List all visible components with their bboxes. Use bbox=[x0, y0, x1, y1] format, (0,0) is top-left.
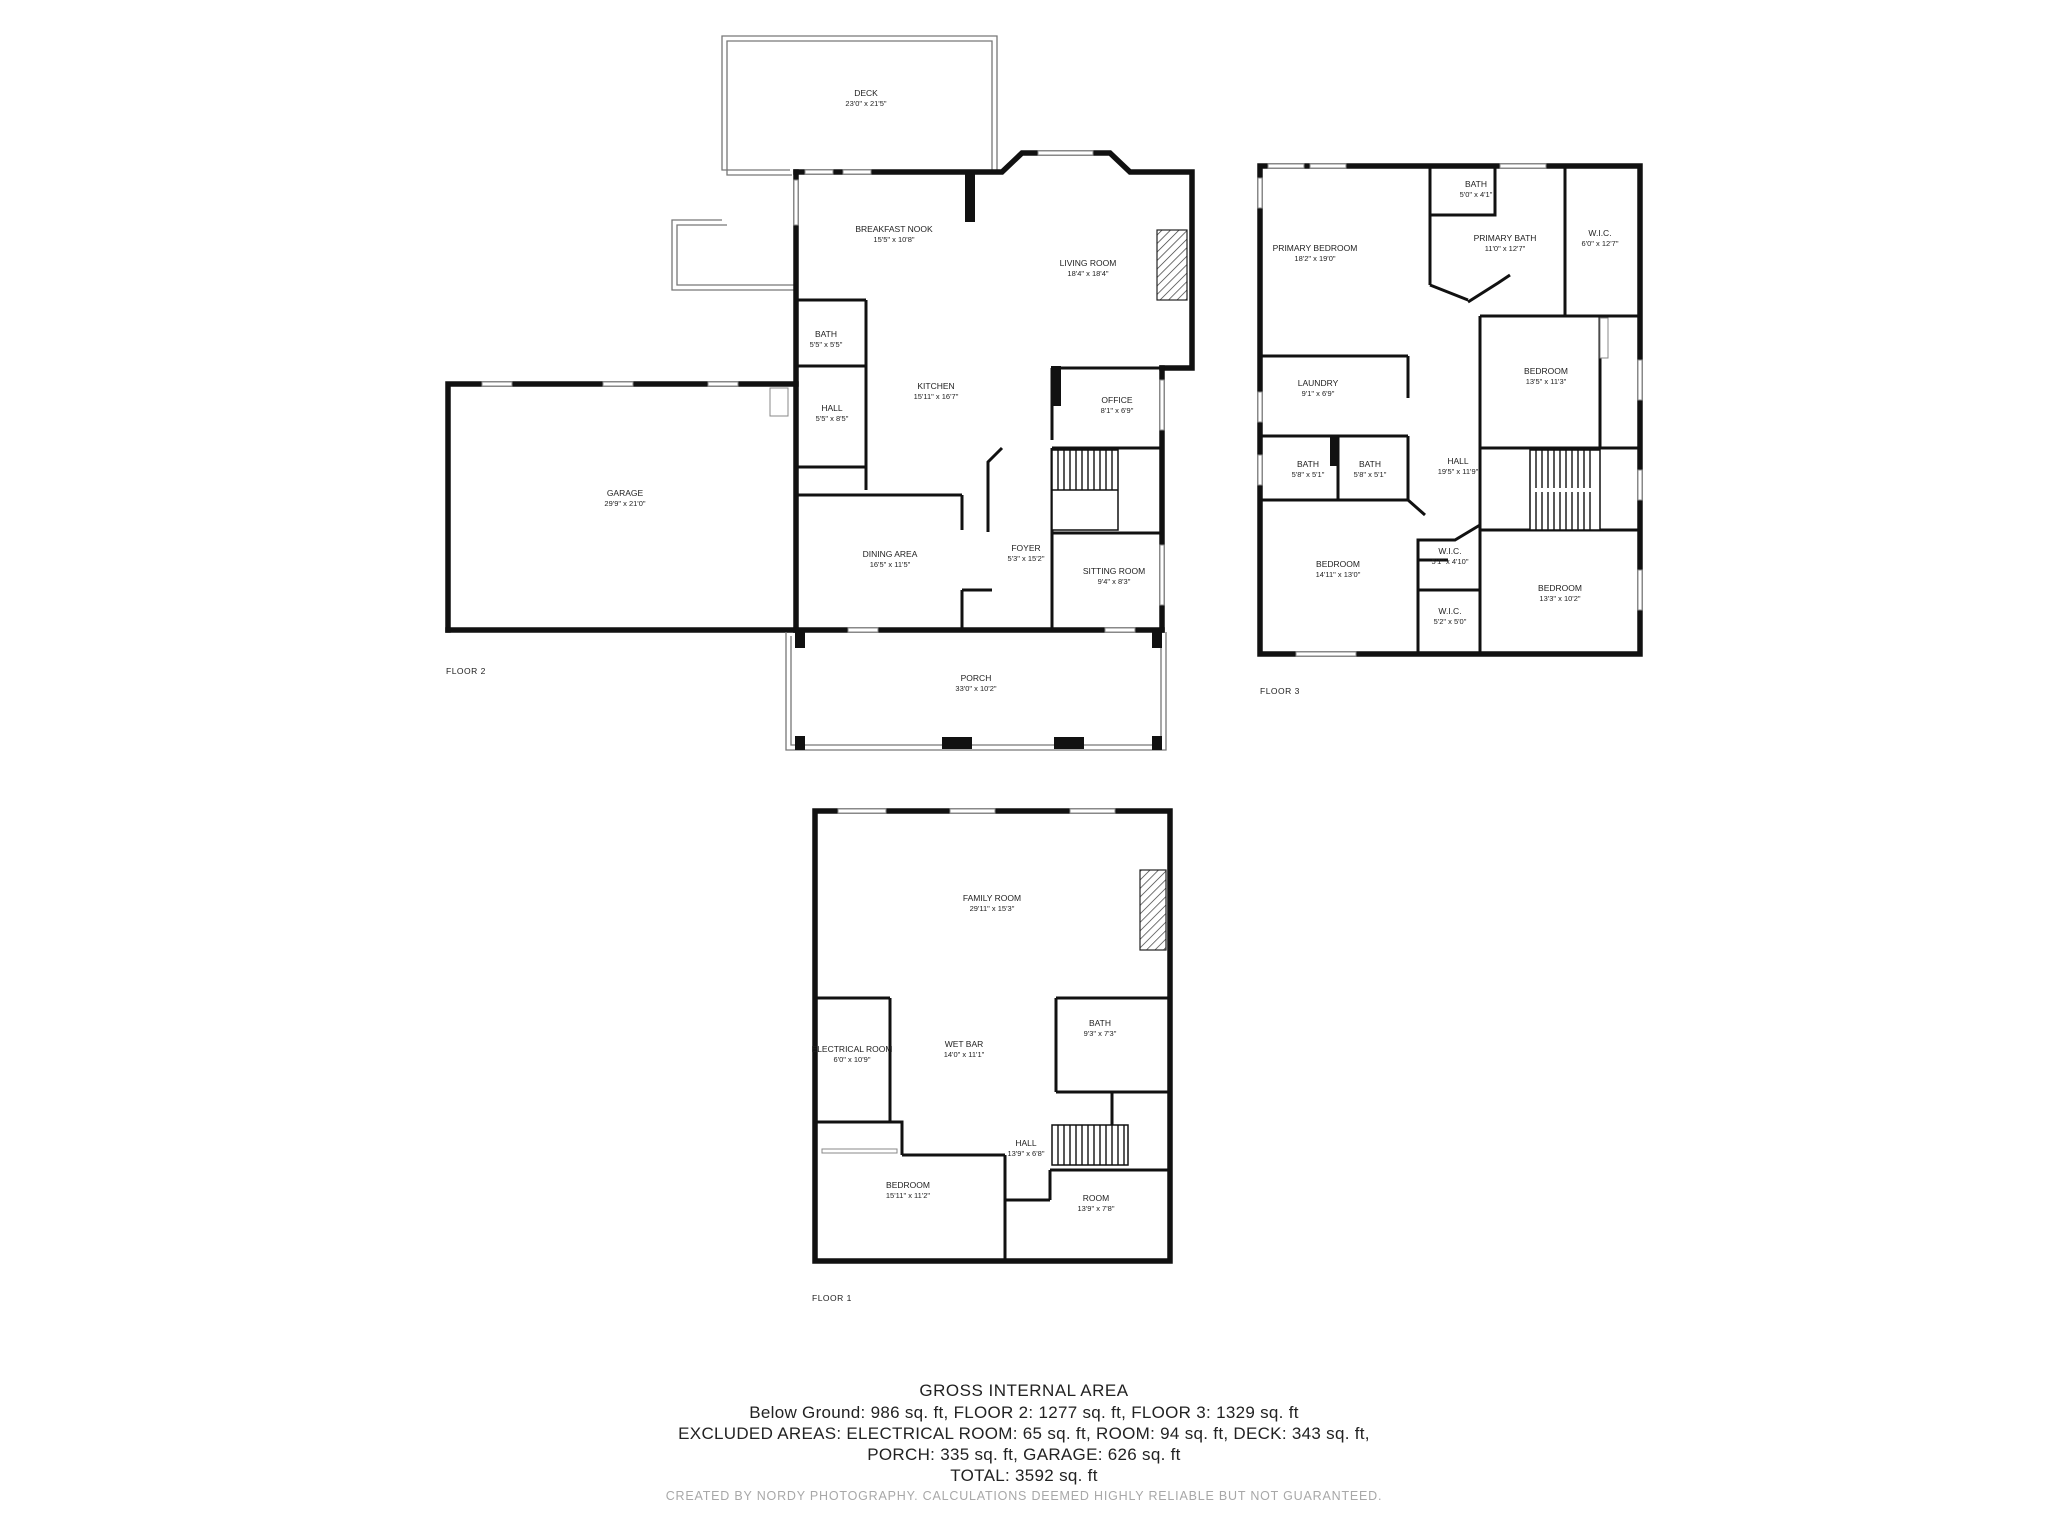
room-dims: 23'0" x 21'5" bbox=[845, 99, 886, 108]
floor-1-windows bbox=[821, 808, 1116, 1154]
room-dims: 9'1" x 6'9" bbox=[1302, 389, 1335, 398]
floor-3-plan: FLOOR 3 bbox=[1257, 163, 1643, 696]
room-dims: 16'5" x 11'5" bbox=[870, 560, 911, 569]
room-name: FOYER bbox=[1011, 543, 1040, 553]
room-dims: 5'2" x 5'0" bbox=[1434, 617, 1467, 626]
room-name: BREAKFAST NOOK bbox=[855, 224, 933, 234]
room-dims: 11'0" x 12'7" bbox=[1485, 244, 1526, 253]
summary-line: PORCH: 335 sq. ft, GARAGE: 626 sq. ft bbox=[867, 1445, 1181, 1464]
room-dims: 15'11" x 11'2" bbox=[886, 1191, 931, 1200]
summary-line: TOTAL: 3592 sq. ft bbox=[950, 1466, 1098, 1485]
deck-outline bbox=[671, 35, 998, 291]
room-name: W.I.C. bbox=[1588, 228, 1611, 238]
floor-1-label: FLOOR 1 bbox=[812, 1293, 852, 1303]
room-dims: 9'3" x 7'3" bbox=[1084, 1029, 1117, 1038]
floor-1-stairs bbox=[1051, 1124, 1129, 1166]
room-name: FAMILY ROOM bbox=[963, 893, 1021, 903]
room-name: HALL bbox=[1015, 1138, 1037, 1148]
room-name: BEDROOM bbox=[1316, 559, 1360, 569]
room-dims: 13'5" x 11'3" bbox=[1526, 377, 1567, 386]
room-name: BEDROOM bbox=[1538, 583, 1582, 593]
floor-2-stairs bbox=[1051, 449, 1119, 531]
room-dims: 5'5" x 8'5" bbox=[816, 414, 849, 423]
room-dims: 5'0" x 4'1" bbox=[1460, 190, 1493, 199]
room-dims: 8'1" x 6'9" bbox=[1101, 406, 1134, 415]
floor-3-windows bbox=[1257, 163, 1643, 657]
room-labels: DECK 23'0" x 21'5" BREAKFAST NOOK 15'5" … bbox=[604, 88, 1618, 1213]
floor-1-plan: FLOOR 1 bbox=[812, 808, 1173, 1303]
room-name: DINING AREA bbox=[863, 549, 918, 559]
room-dims: 18'2" x 19'0" bbox=[1294, 254, 1335, 263]
room-name: W.I.C. bbox=[1438, 606, 1461, 616]
room-dims: 5'8" x 5'1" bbox=[1354, 470, 1387, 479]
summary-line: Below Ground: 986 sq. ft, FLOOR 2: 1277 … bbox=[749, 1403, 1299, 1422]
room-dims: 6'0" x 10'9" bbox=[834, 1055, 871, 1064]
room-name: PRIMARY BATH bbox=[1474, 233, 1537, 243]
fireplace-icon bbox=[1139, 869, 1167, 951]
room-dims: 33'0" x 10'2" bbox=[955, 684, 996, 693]
room-name: BATH bbox=[1089, 1018, 1111, 1028]
floor-2-walls bbox=[445, 150, 1195, 633]
floor-3-stairs bbox=[1529, 449, 1601, 531]
room-dims: 15'5" x 10'8" bbox=[873, 235, 914, 244]
room-name: BATH bbox=[815, 329, 837, 339]
room-dims: 5'8" x 5'1" bbox=[1292, 470, 1325, 479]
room-name: DECK bbox=[854, 88, 878, 98]
summary-line: EXCLUDED AREAS: ELECTRICAL ROOM: 65 sq. … bbox=[678, 1424, 1370, 1443]
room-dims: 5'3" x 15'2" bbox=[1008, 554, 1045, 563]
room-name: ROOM bbox=[1083, 1193, 1109, 1203]
room-name: W.I.C. bbox=[1438, 546, 1461, 556]
room-name: GARAGE bbox=[607, 488, 644, 498]
room-name: BATH bbox=[1359, 459, 1381, 469]
room-name: ELECTRICAL ROOM bbox=[812, 1044, 893, 1054]
room-dims: 14'0" x 11'1" bbox=[944, 1050, 985, 1059]
credit-note: CREATED BY NORDY PHOTOGRAPHY. CALCULATIO… bbox=[665, 1489, 1383, 1503]
room-name: SITTING ROOM bbox=[1083, 566, 1145, 576]
room-name: LIVING ROOM bbox=[1060, 258, 1117, 268]
floor-2-windows bbox=[481, 150, 1165, 633]
floor-1-walls bbox=[812, 808, 1173, 1264]
floor-3-label: FLOOR 3 bbox=[1260, 686, 1300, 696]
room-dims: 19'5" x 11'9" bbox=[1438, 467, 1479, 476]
room-name: PRIMARY BEDROOM bbox=[1273, 243, 1358, 253]
fireplace-icon bbox=[1156, 229, 1188, 301]
room-name: BEDROOM bbox=[1524, 366, 1568, 376]
room-dims: 29'9" x 21'0" bbox=[604, 499, 645, 508]
floor-2-label: FLOOR 2 bbox=[446, 666, 486, 676]
room-dims: 6'0" x 12'7" bbox=[1582, 239, 1619, 248]
room-name: BATH bbox=[1297, 459, 1319, 469]
room-name: LAUNDRY bbox=[1298, 378, 1339, 388]
area-summary: GROSS INTERNAL AREA Below Ground: 986 sq… bbox=[0, 1380, 2048, 1503]
room-dims: 13'9" x 6'8" bbox=[1008, 1149, 1045, 1158]
room-name: OFFICE bbox=[1101, 395, 1132, 405]
floor-2-plan: FLOOR 2 bbox=[445, 35, 1195, 751]
room-dims: 13'3" x 10'2" bbox=[1539, 594, 1580, 603]
room-dims: 14'11" x 13'0" bbox=[1316, 570, 1361, 579]
room-dims: 5'5" x 5'5" bbox=[810, 340, 843, 349]
room-dims: 29'11" x 15'3" bbox=[970, 904, 1015, 913]
room-dims: 13'9" x 7'8" bbox=[1078, 1204, 1115, 1213]
summary-title: GROSS INTERNAL AREA bbox=[919, 1381, 1129, 1400]
room-name: KITCHEN bbox=[917, 381, 954, 391]
room-dims: 5'1" x 4'10" bbox=[1432, 557, 1469, 566]
room-name: PORCH bbox=[961, 673, 992, 683]
room-name: WET BAR bbox=[945, 1039, 984, 1049]
room-name: BATH bbox=[1465, 179, 1487, 189]
room-name: HALL bbox=[1447, 456, 1469, 466]
room-name: BEDROOM bbox=[886, 1180, 930, 1190]
room-dims: 18'4" x 18'4" bbox=[1067, 269, 1108, 278]
room-name: HALL bbox=[821, 403, 843, 413]
room-dims: 15'11" x 16'7" bbox=[914, 392, 959, 401]
room-dims: 9'4" x 8'3" bbox=[1098, 577, 1131, 586]
porch-outline bbox=[785, 632, 1167, 751]
